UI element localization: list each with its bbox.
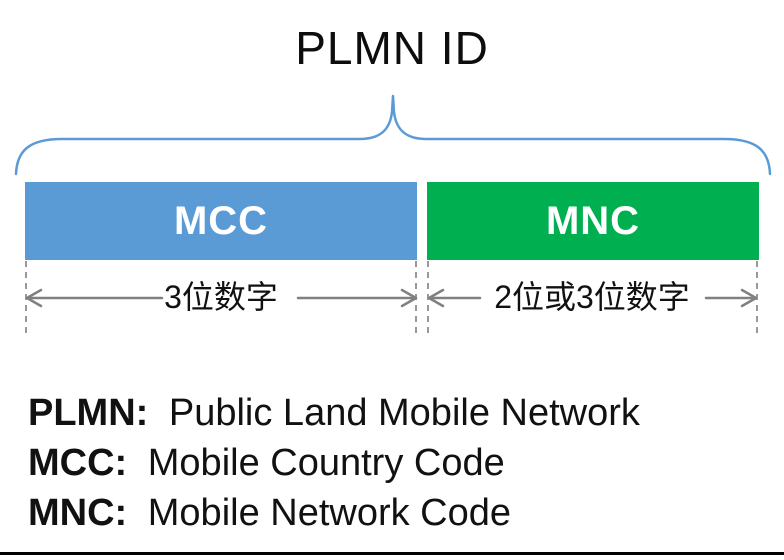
mcc-width-arrow	[25, 288, 418, 308]
legend-term-mnc: MNC:	[28, 492, 128, 534]
legend-row-mcc: MCC: Mobile Country Code	[28, 438, 640, 488]
legend-term-mcc: MCC:	[28, 442, 128, 484]
legend: PLMN: Public Land Mobile Network MCC: Mo…	[28, 388, 640, 538]
mcc-field-label: MCC	[173, 198, 269, 243]
legend-row-plmn: PLMN: Public Land Mobile Network	[28, 388, 640, 438]
diagram-title: PLMN ID	[295, 22, 489, 74]
legend-definition-plmn: Public Land Mobile Network	[168, 392, 640, 434]
mnc-field-label: MNC	[545, 198, 641, 243]
mcc-field-box: MCC	[25, 182, 417, 260]
legend-row-mnc: MNC: Mobile Network Code	[28, 488, 640, 538]
legend-definition-mnc: Mobile Network Code	[147, 492, 512, 534]
legend-definition-mcc: Mobile Country Code	[147, 442, 505, 484]
mnc-width-arrow	[427, 288, 758, 308]
bottom-border-rule	[0, 552, 784, 555]
legend-term-plmn: PLMN:	[28, 392, 149, 434]
dimension-arrows	[25, 288, 758, 308]
brace-icon	[14, 94, 772, 176]
mnc-field-box: MNC	[427, 182, 759, 260]
mcc-width-label: 3位数字	[164, 279, 278, 315]
mnc-width-label: 2位或3位数字	[494, 279, 690, 315]
